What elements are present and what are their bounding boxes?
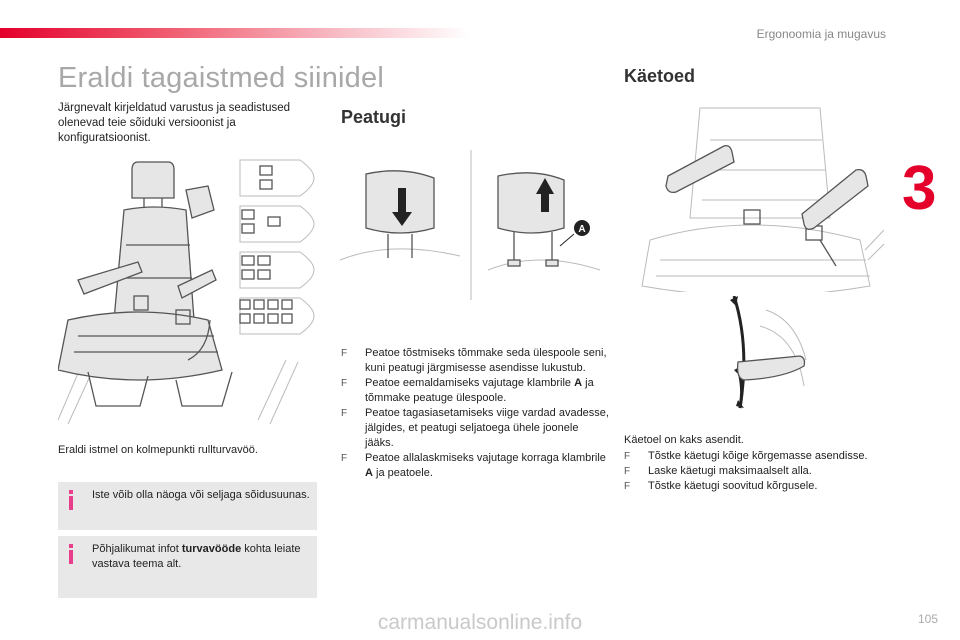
info-text: Põhjalikumat infot turvavööde kohta leia… <box>92 543 301 570</box>
page-title: Eraldi tagaistmed siinidel <box>58 62 384 94</box>
section-title-kaetoed: Käetoed <box>624 66 696 86</box>
bullet-icon: F <box>624 481 631 492</box>
section-title: Ergonoomia ja mugavus <box>756 27 886 41</box>
seat-caption: Eraldi istmel on kolmepunkti rullturvavö… <box>58 444 258 456</box>
marker-a-label: A <box>578 224 585 235</box>
header-accent-bar <box>0 28 470 38</box>
info-box-seatbelts: Põhjalikumat infot turvavööde kohta leia… <box>58 536 317 598</box>
armrest-positions-illustration <box>730 296 807 409</box>
kaetoed-intro: Käetoel on kaks asendit. <box>624 434 744 446</box>
bullet-icon: F <box>624 451 631 462</box>
info-box-seat-direction: Iste võib olla näoga või seljaga sõidusu… <box>58 482 317 530</box>
armrest-illustration <box>641 107 885 292</box>
bullet-icon: F <box>624 466 631 477</box>
seat-illustration <box>58 161 299 425</box>
seat-layout-diagrams <box>239 159 315 335</box>
chapter-number: 3 <box>902 154 937 223</box>
bullet-icon: F <box>341 378 348 389</box>
bullet-icon: F <box>341 408 348 419</box>
bullet-icon: F <box>341 348 348 359</box>
info-text: Iste võib olla näoga või seljaga sõidusu… <box>92 489 310 501</box>
section-title-peatugi: Peatugi <box>341 107 407 127</box>
info-icon <box>66 544 76 568</box>
watermark: carmanualsonline.info <box>377 611 583 634</box>
bullet-icon: F <box>341 453 348 464</box>
page-number: 105 <box>917 612 938 626</box>
info-icon <box>66 490 76 514</box>
headrest-illustration: A <box>339 150 601 300</box>
intro-text: Järgnevalt kirjeldatud varustus ja seadi… <box>58 102 291 144</box>
